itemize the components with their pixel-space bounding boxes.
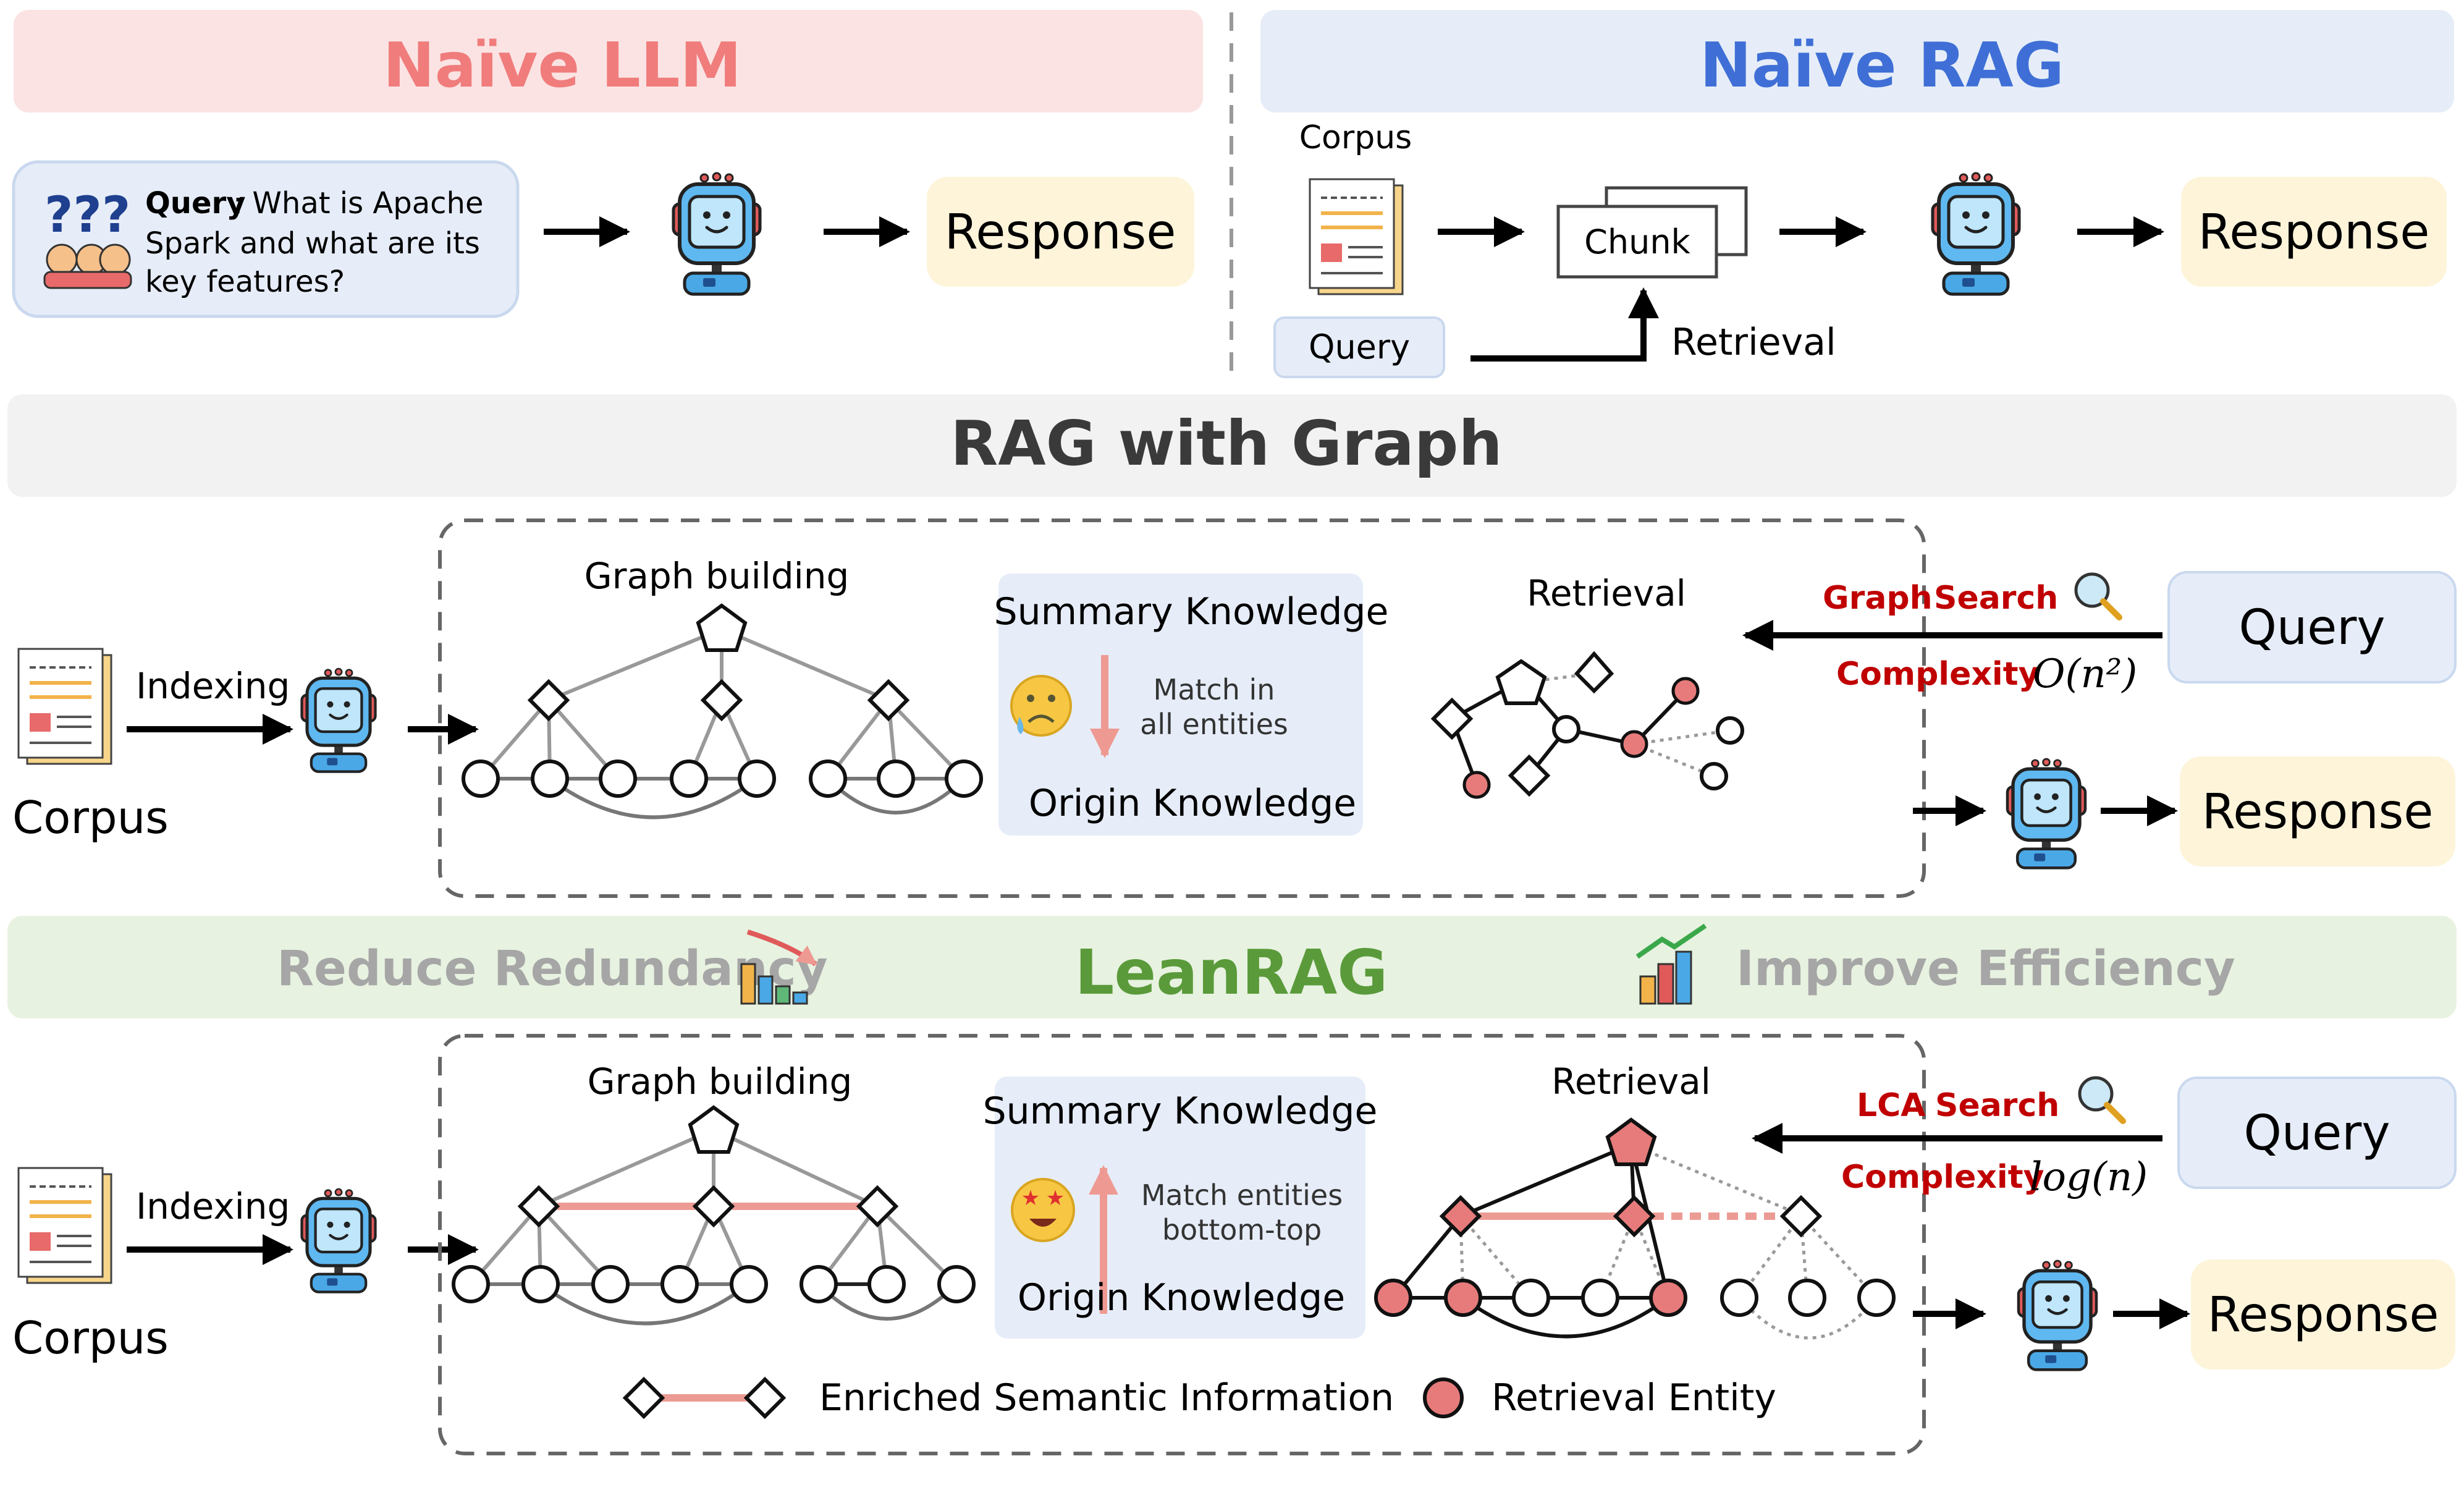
magnifier-icon [2076, 574, 2119, 617]
l-search-word1: LCA [1857, 1087, 1926, 1124]
rag-query-label: Query [1309, 328, 1410, 366]
rag-response-label: Response [2198, 205, 2430, 260]
chunk-label: Chunk [1584, 222, 1690, 261]
g-match-line1: Match in [1154, 673, 1275, 706]
l-corpus-label: Corpus [12, 1312, 169, 1364]
g-response-box [2180, 756, 2455, 866]
naive-rag-title: Naïve RAG [1700, 29, 2064, 101]
leanrag-dashed-box [438, 1034, 1926, 1455]
g-search-word2: Search [1934, 580, 2058, 617]
document-icon [19, 1168, 111, 1283]
g-search-word1: Graph [1823, 580, 1933, 617]
rag-response-box [2181, 177, 2447, 287]
l-match-line2: bottom-top [1162, 1213, 1322, 1246]
l-summary-label: Summary Knowledge [983, 1090, 1378, 1133]
rag-retrieval-label: Retrieval [1671, 321, 1836, 364]
banner-left: Reduce Redundancy [277, 941, 828, 997]
increasing-chart-icon [1635, 923, 1707, 1005]
document-icon [1310, 179, 1403, 294]
sad-face-icon [1010, 675, 1072, 737]
llm-response-box [927, 177, 1194, 287]
g-indexing-label: Indexing [136, 665, 290, 707]
graph-title: RAG with Graph [950, 407, 1502, 480]
l-response-label: Response [2208, 1287, 2439, 1343]
robot-icon [2019, 1261, 2096, 1369]
l-nodes [452, 1105, 976, 1303]
naive-rag-header [1260, 10, 2454, 112]
robot-icon [2007, 759, 2085, 868]
g-complexity-label: Complexity [1836, 656, 2040, 693]
g-response-label: Response [2202, 784, 2434, 840]
robot-icon [673, 173, 760, 294]
g-retrieval-graph [1430, 651, 1744, 799]
g-origin-label: Origin Knowledge [1029, 782, 1356, 825]
g-query-label: Query [2238, 600, 2385, 656]
banner-right: Improve Efficiency [1736, 941, 2235, 997]
l-retrieval-graph [1374, 1117, 1896, 1340]
g-corpus-label: Corpus [12, 792, 169, 844]
l-match-line1: Match entities [1141, 1179, 1343, 1212]
g-match-line2: all entities [1140, 708, 1288, 741]
l-complexity-value: log(n) [2030, 1154, 2148, 1200]
robot-icon [1933, 173, 2019, 294]
graph-dashed-box [438, 518, 1926, 898]
l-retrieval-label: Retrieval [1551, 1060, 1711, 1102]
rag-corpus-label: Corpus [1299, 119, 1412, 156]
g-retrieval-label: Retrieval [1527, 572, 1686, 614]
l-origin-label: Origin Knowledge [1018, 1276, 1345, 1319]
l-graph-building-label: Graph building [588, 1060, 853, 1102]
llm-query-label: Query [145, 186, 246, 221]
l-indexing-label: Indexing [136, 1185, 290, 1227]
g-complexity-value: O(n²) [2033, 651, 2137, 697]
llm-response-label: Response [945, 205, 1176, 260]
leanrag-banner [7, 916, 2457, 1018]
naive-llm-title: Naïve LLM [383, 29, 741, 101]
l-complexity-label: Complexity [1841, 1159, 2044, 1196]
g-summary-box [998, 573, 1363, 836]
people-icon [46, 243, 78, 276]
magnifier-icon [2080, 1078, 2123, 1121]
banner-center: LeanRAG [1075, 936, 1388, 1009]
naive-llm-header [14, 10, 1203, 112]
llm-query-text-1: : What is Apache [233, 186, 483, 221]
graph-header [7, 394, 2457, 497]
legend-entity-label: Retrieval Entity [1491, 1376, 1776, 1420]
svg-text:★: ★ [1021, 1186, 1040, 1211]
g-summary-label: Summary Knowledge [994, 590, 1389, 633]
retrieval-arrow [1470, 287, 1659, 362]
l-search-word2: Search [1935, 1087, 2059, 1124]
robot-icon [302, 669, 376, 772]
question-marks-icon: ??? [44, 186, 130, 243]
g-nodes [462, 603, 983, 798]
g-graph-building-label: Graph building [584, 555, 850, 597]
l-response-box [2191, 1259, 2455, 1369]
legend: Enriched Semantic Information Retrieval … [622, 1376, 1776, 1420]
chunk-box [1556, 205, 1718, 279]
g-query-box [2167, 571, 2457, 683]
llm-query-box [12, 160, 520, 318]
document-icon [19, 649, 111, 764]
llm-query-text-3: key features? [145, 264, 345, 299]
l-summary-box [995, 1077, 1365, 1339]
robot-icon [302, 1189, 376, 1292]
l-query-box [2177, 1077, 2457, 1189]
llm-query-text-2: Spark and what are its [145, 226, 480, 261]
rag-query-box [1273, 316, 1445, 378]
legend-enriched-label: Enriched Semantic Information [819, 1376, 1394, 1420]
decreasing-chart-icon [740, 929, 817, 1005]
svg-text:★: ★ [1046, 1186, 1065, 1211]
l-query-label: Query [2243, 1106, 2390, 1161]
star-eyes-face-icon [1011, 1178, 1075, 1242]
